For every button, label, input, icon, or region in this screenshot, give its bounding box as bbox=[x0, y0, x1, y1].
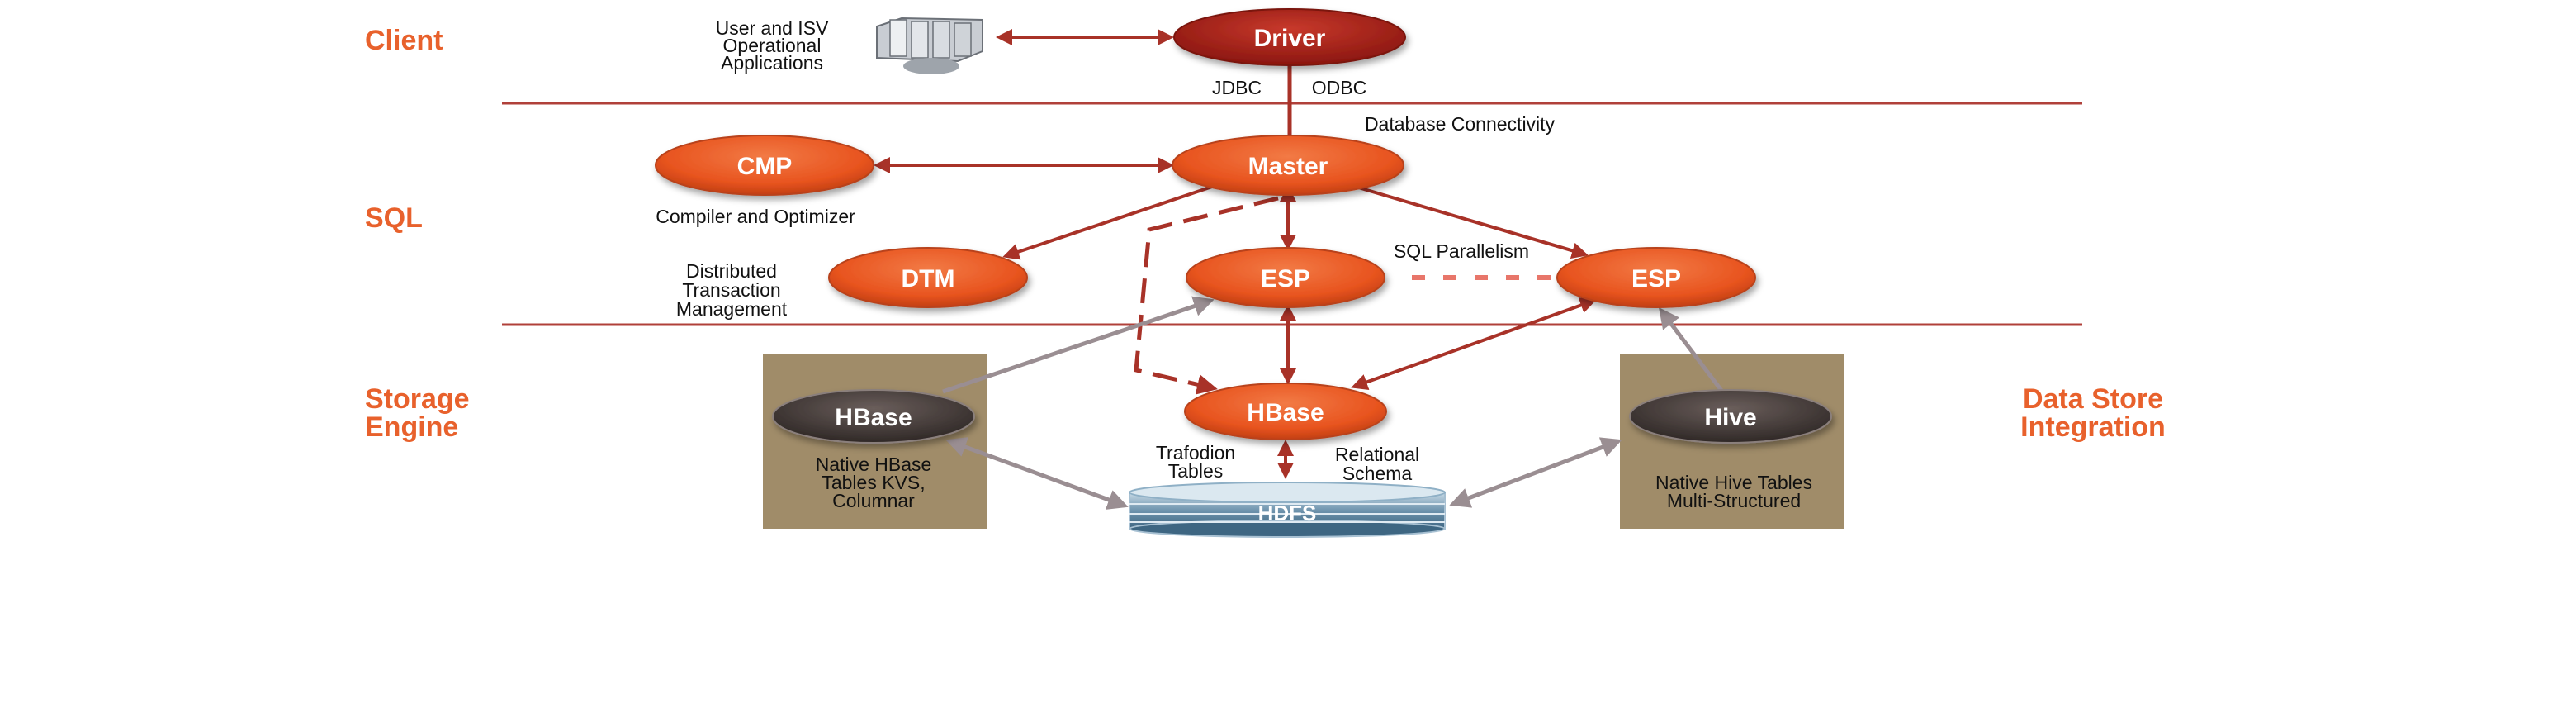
server-stack-icon bbox=[876, 17, 983, 74]
apps-label-line1: User and ISV bbox=[716, 17, 829, 39]
jdbc-label: JDBC bbox=[1212, 77, 1262, 98]
dtm-desc-line1: Distributed bbox=[686, 260, 777, 282]
hive-node[interactable] bbox=[1629, 389, 1832, 444]
arrow-hbase-native-hdfs bbox=[945, 437, 1129, 510]
arrow-esp2-hbase bbox=[1351, 297, 1597, 391]
hdfs-label: HDFS bbox=[1258, 501, 1317, 525]
esp-node[interactable] bbox=[1186, 247, 1385, 308]
compiler-label: Compiler and Optimizer bbox=[656, 206, 855, 227]
hbase-native-desc-line1: Native HBase bbox=[816, 454, 932, 475]
arrow-master-dtm bbox=[1002, 185, 1213, 260]
apps-label-line2: Operational bbox=[723, 35, 822, 56]
odbc-label: ODBC bbox=[1312, 77, 1366, 98]
cmp-label: CMP bbox=[737, 153, 793, 180]
hive-desc-line2: Multi-Structured bbox=[1667, 490, 1801, 511]
esp2-label: ESP bbox=[1631, 265, 1681, 292]
hbase-trafodion-label: HBase bbox=[1247, 399, 1324, 426]
esp2-node[interactable] bbox=[1556, 247, 1756, 308]
master-label: Master bbox=[1248, 153, 1328, 180]
cmp-node[interactable] bbox=[655, 135, 874, 196]
esp-label: ESP bbox=[1261, 265, 1310, 292]
layer-label-storage-2: Engine bbox=[365, 411, 458, 443]
layer-label-client: Client bbox=[365, 25, 443, 56]
hive-label: Hive bbox=[1704, 404, 1756, 431]
dtm-label: DTM bbox=[902, 265, 955, 292]
hbase-native-desc-line3: Columnar bbox=[832, 490, 915, 511]
arrow-master-esp2 bbox=[1355, 185, 1589, 259]
hbase-trafodion-node[interactable] bbox=[1184, 383, 1387, 440]
arrow-hbase-native-esp bbox=[942, 296, 1215, 394]
trafodion-label-line2: Tables bbox=[1168, 460, 1223, 482]
relational-label-line1: Relational bbox=[1335, 444, 1419, 465]
disk-stack-icon[interactable] bbox=[1129, 482, 1446, 538]
arrow-hive-hdfs bbox=[1449, 437, 1622, 508]
dtm-desc-line2: Transaction bbox=[682, 279, 780, 301]
hbase-native-label: HBase bbox=[835, 404, 912, 431]
dtm-node[interactable] bbox=[828, 247, 1028, 308]
apps-label-line3: Applications bbox=[721, 52, 823, 74]
dashed-master-hbase bbox=[1134, 196, 1279, 395]
dtm-desc-line3: Management bbox=[676, 298, 788, 320]
trafodion-label-line1: Trafodion bbox=[1156, 442, 1235, 463]
driver-label: Driver bbox=[1254, 25, 1326, 52]
connectivity-label: Database Connectivity bbox=[1365, 113, 1556, 135]
hive-desc-line1: Native Hive Tables bbox=[1655, 472, 1812, 493]
relational-label-line2: Schema bbox=[1342, 463, 1413, 484]
parallelism-label: SQL Parallelism bbox=[1394, 240, 1529, 262]
hbase-native-desc-line2: Tables KVS, bbox=[822, 472, 925, 493]
hbase-native-node[interactable] bbox=[772, 389, 975, 444]
layer-label-sql: SQL bbox=[365, 202, 423, 234]
layer-label-storage-1: Storage bbox=[365, 383, 470, 415]
layer-label-datastore-2: Integration bbox=[2020, 411, 2166, 443]
master-node[interactable] bbox=[1172, 135, 1404, 196]
arrow-hive-esp2 bbox=[1658, 307, 1724, 393]
layer-label-datastore-1: Data Store bbox=[2023, 383, 2163, 415]
driver-node[interactable] bbox=[1173, 8, 1406, 66]
